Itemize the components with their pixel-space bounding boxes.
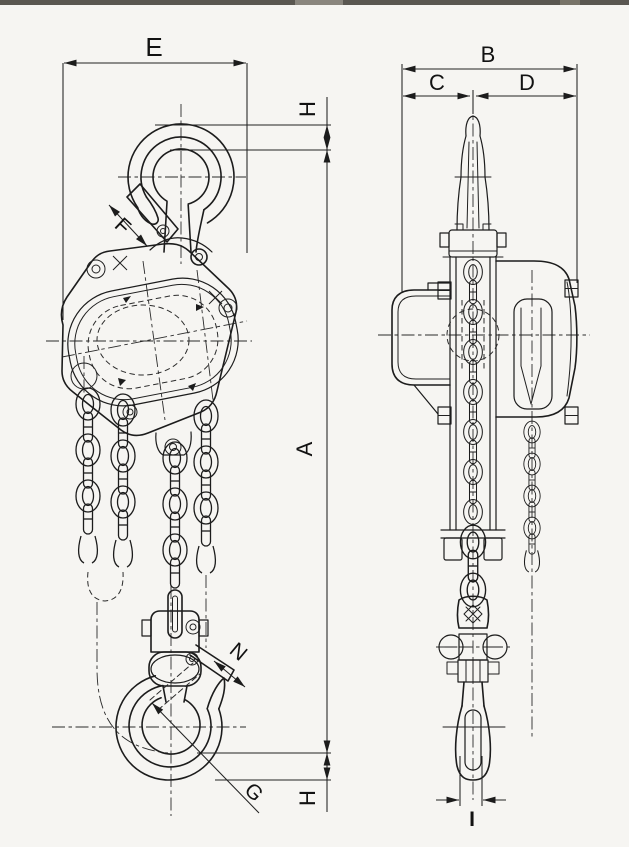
front-body [60,242,239,456]
side-center-lines [378,100,590,800]
side-top-hook [454,115,492,231]
handwheel-cover [495,260,578,418]
dim-label-g: G [240,778,268,806]
side-inner-chain [446,259,500,525]
bottom-hook [115,589,235,781]
side-bottom-hook [438,595,508,781]
stay-bolts [437,279,579,425]
dim-label-b: B [481,42,496,67]
dim-label-h-top: H [295,101,320,117]
front-chains [75,387,219,602]
dim-label-f: F [110,213,135,239]
dim-label-i: I [469,808,475,831]
dim-label-e: E [145,32,162,62]
dim-label-h-bottom: H [295,790,320,806]
dim-label-d: D [519,70,535,95]
gear-case [391,282,451,415]
dim-label-n: N [225,638,251,665]
top-hook [126,123,235,266]
side-dimensions: B C D I [401,42,578,831]
dim-label-c: C [429,70,445,95]
side-view: B C D I [378,42,590,831]
front-view: E H F A N G H [46,32,331,816]
body-bolts [70,255,238,420]
scan-artifact-top-bar [0,0,629,5]
dim-label-a: A [292,441,317,456]
front-dimensions: E H F A N G H [62,32,331,814]
